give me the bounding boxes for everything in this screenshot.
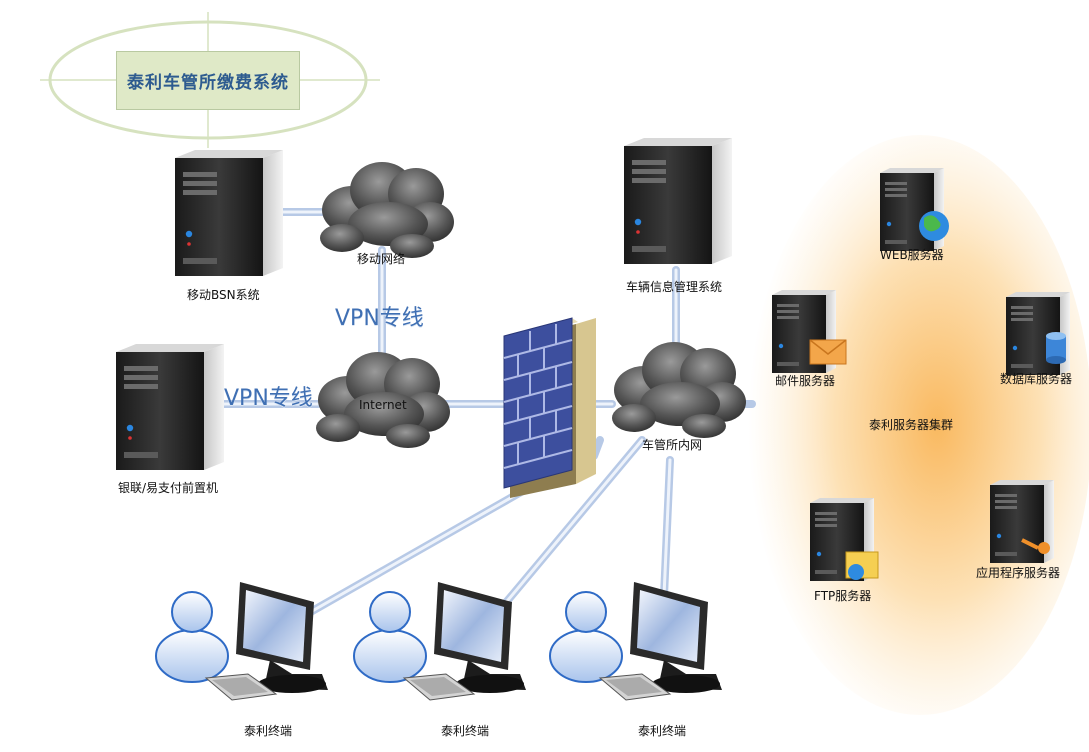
page-title: 泰利车管所缴费系统 xyxy=(116,51,300,110)
server-label-vehicle-info: 车辆信息管理系统 xyxy=(626,280,723,294)
database-icon xyxy=(1046,332,1066,364)
terminal-label: 泰利终端 xyxy=(638,724,687,738)
cloud-label-intranet: 车管所内网 xyxy=(642,438,703,452)
globe-icon xyxy=(919,211,949,241)
server-label-mail: 邮件服务器 xyxy=(775,374,836,388)
vehicle-info-server-icon xyxy=(624,138,732,264)
server-label-unionpay: 银联/易支付前置机 xyxy=(118,481,219,495)
vpn-label: VPN专线 xyxy=(335,306,424,331)
folder-globe-icon xyxy=(845,551,879,580)
intranet-cloud-icon xyxy=(612,342,746,438)
cluster-label: 泰利服务器集群 xyxy=(869,418,954,432)
server-label-app: 应用程序服务器 xyxy=(976,566,1061,580)
server-label-ftp: FTP服务器 xyxy=(814,589,872,603)
terminal-label: 泰利终端 xyxy=(244,724,293,738)
unionpay-server-icon xyxy=(116,344,224,470)
cloud-label-mobile: 移动网络 xyxy=(357,252,406,266)
mobile-bsn-server-icon xyxy=(175,150,283,276)
terminal-label: 泰利终端 xyxy=(441,724,490,738)
envelope-icon xyxy=(809,339,847,365)
terminal-icon xyxy=(549,581,723,701)
key-icon xyxy=(1021,538,1050,554)
mobile-network-cloud-icon xyxy=(320,162,454,258)
cloud-label-internet: Internet xyxy=(359,398,407,412)
terminal-icon xyxy=(353,581,527,701)
firewall-icon xyxy=(503,317,596,498)
server-label-db: 数据库服务器 xyxy=(1000,372,1073,386)
server-label-web: WEB服务器 xyxy=(880,248,944,262)
vpn-label: VPN专线 xyxy=(224,386,313,411)
server-label-mobile-bsn: 移动BSN系统 xyxy=(187,288,260,302)
terminal-icon xyxy=(155,581,329,701)
